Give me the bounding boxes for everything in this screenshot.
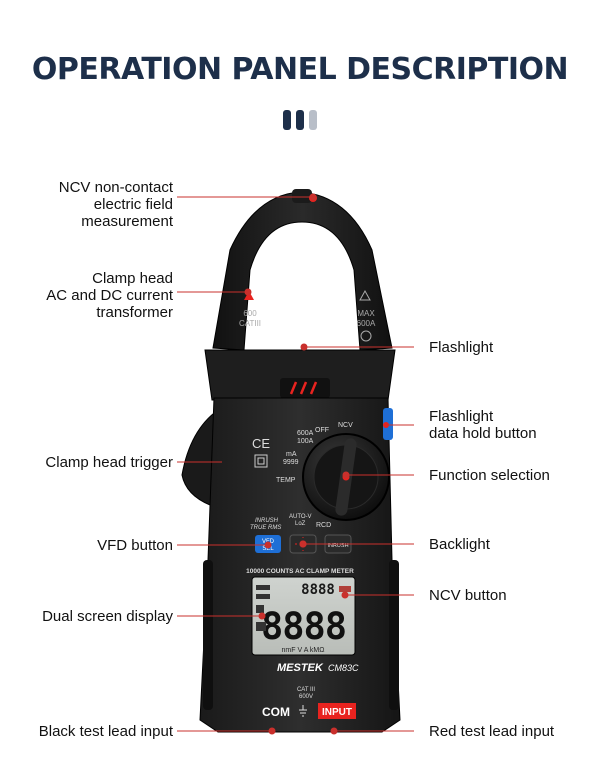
dial-ncv-label: NCV xyxy=(338,422,353,429)
dial-ma-value: 9999 xyxy=(283,459,299,466)
svg-text:INRUSH: INRUSH xyxy=(327,543,348,549)
jaw-rating-right-1: MAX xyxy=(357,309,375,318)
lcd-main-digits: 8888 xyxy=(261,605,347,648)
dial-off-label: OFF xyxy=(315,427,329,434)
label-flashlight-hold: Flashlight data hold button xyxy=(429,408,537,442)
dial-temp-label: TEMP xyxy=(276,477,296,484)
svg-text:CAT III: CAT III xyxy=(297,687,315,693)
dial-ma-label: mA xyxy=(286,451,297,458)
svg-text:600V: 600V xyxy=(299,694,313,700)
input-jack-label: INPUT xyxy=(322,707,352,718)
dot-3 xyxy=(309,110,317,130)
dial-autov-label: AUTO-V xyxy=(289,514,312,520)
label-clamp-trigger: Clamp head trigger xyxy=(45,454,173,471)
true-rms-mark: TRUE RMS xyxy=(250,525,281,531)
com-jack-label: COM xyxy=(262,705,290,719)
jaw-rating-left-2: CATIII xyxy=(239,319,261,328)
lcd-sub-digits: 8888 xyxy=(301,582,335,598)
page-title: OPERATION PANEL DESCRIPTION xyxy=(31,52,569,87)
svg-text:SEL: SEL xyxy=(262,546,274,552)
clamp-jaw xyxy=(212,191,393,351)
label-ncv-button: NCV button xyxy=(429,587,507,604)
dial-loz-label: LoZ xyxy=(295,521,306,527)
brand-logo: MESTEK xyxy=(277,662,324,674)
dot-2 xyxy=(296,110,304,130)
dial-600a-label: 600A xyxy=(297,430,314,437)
title-dots xyxy=(283,110,317,130)
model-label: CM83C xyxy=(328,663,359,673)
lcd-caption: 10000 COUNTS AC CLAMP METER xyxy=(246,568,354,575)
label-flashlight: Flashlight xyxy=(429,339,494,356)
label-function-selection: Function selection xyxy=(429,467,550,484)
jaw-rating-right-2: 600A xyxy=(357,319,376,328)
label-dual-screen: Dual screen display xyxy=(42,608,173,625)
dot-1 xyxy=(283,110,291,130)
label-clamp-head: Clamp head AC and DC current transformer xyxy=(46,270,173,321)
leader-lines xyxy=(177,193,414,735)
label-vfd-button: VFD button xyxy=(97,537,173,554)
inrush-mark: INRUSH xyxy=(255,518,279,524)
dial-100a-label: 100A xyxy=(297,438,314,445)
label-backlight: Backlight xyxy=(429,536,490,553)
label-red-lead: Red test lead input xyxy=(429,723,555,740)
jaw-rating-left-1: 600 xyxy=(243,309,257,318)
lcd-units: nmF V A kMΩ xyxy=(282,647,325,654)
label-black-lead: Black test lead input xyxy=(38,723,173,740)
dial-rcd-label: RCD xyxy=(316,522,331,529)
label-ncv-measurement: NCV non-contact electric field measureme… xyxy=(58,179,173,230)
svg-text:CE: CE xyxy=(252,436,270,451)
